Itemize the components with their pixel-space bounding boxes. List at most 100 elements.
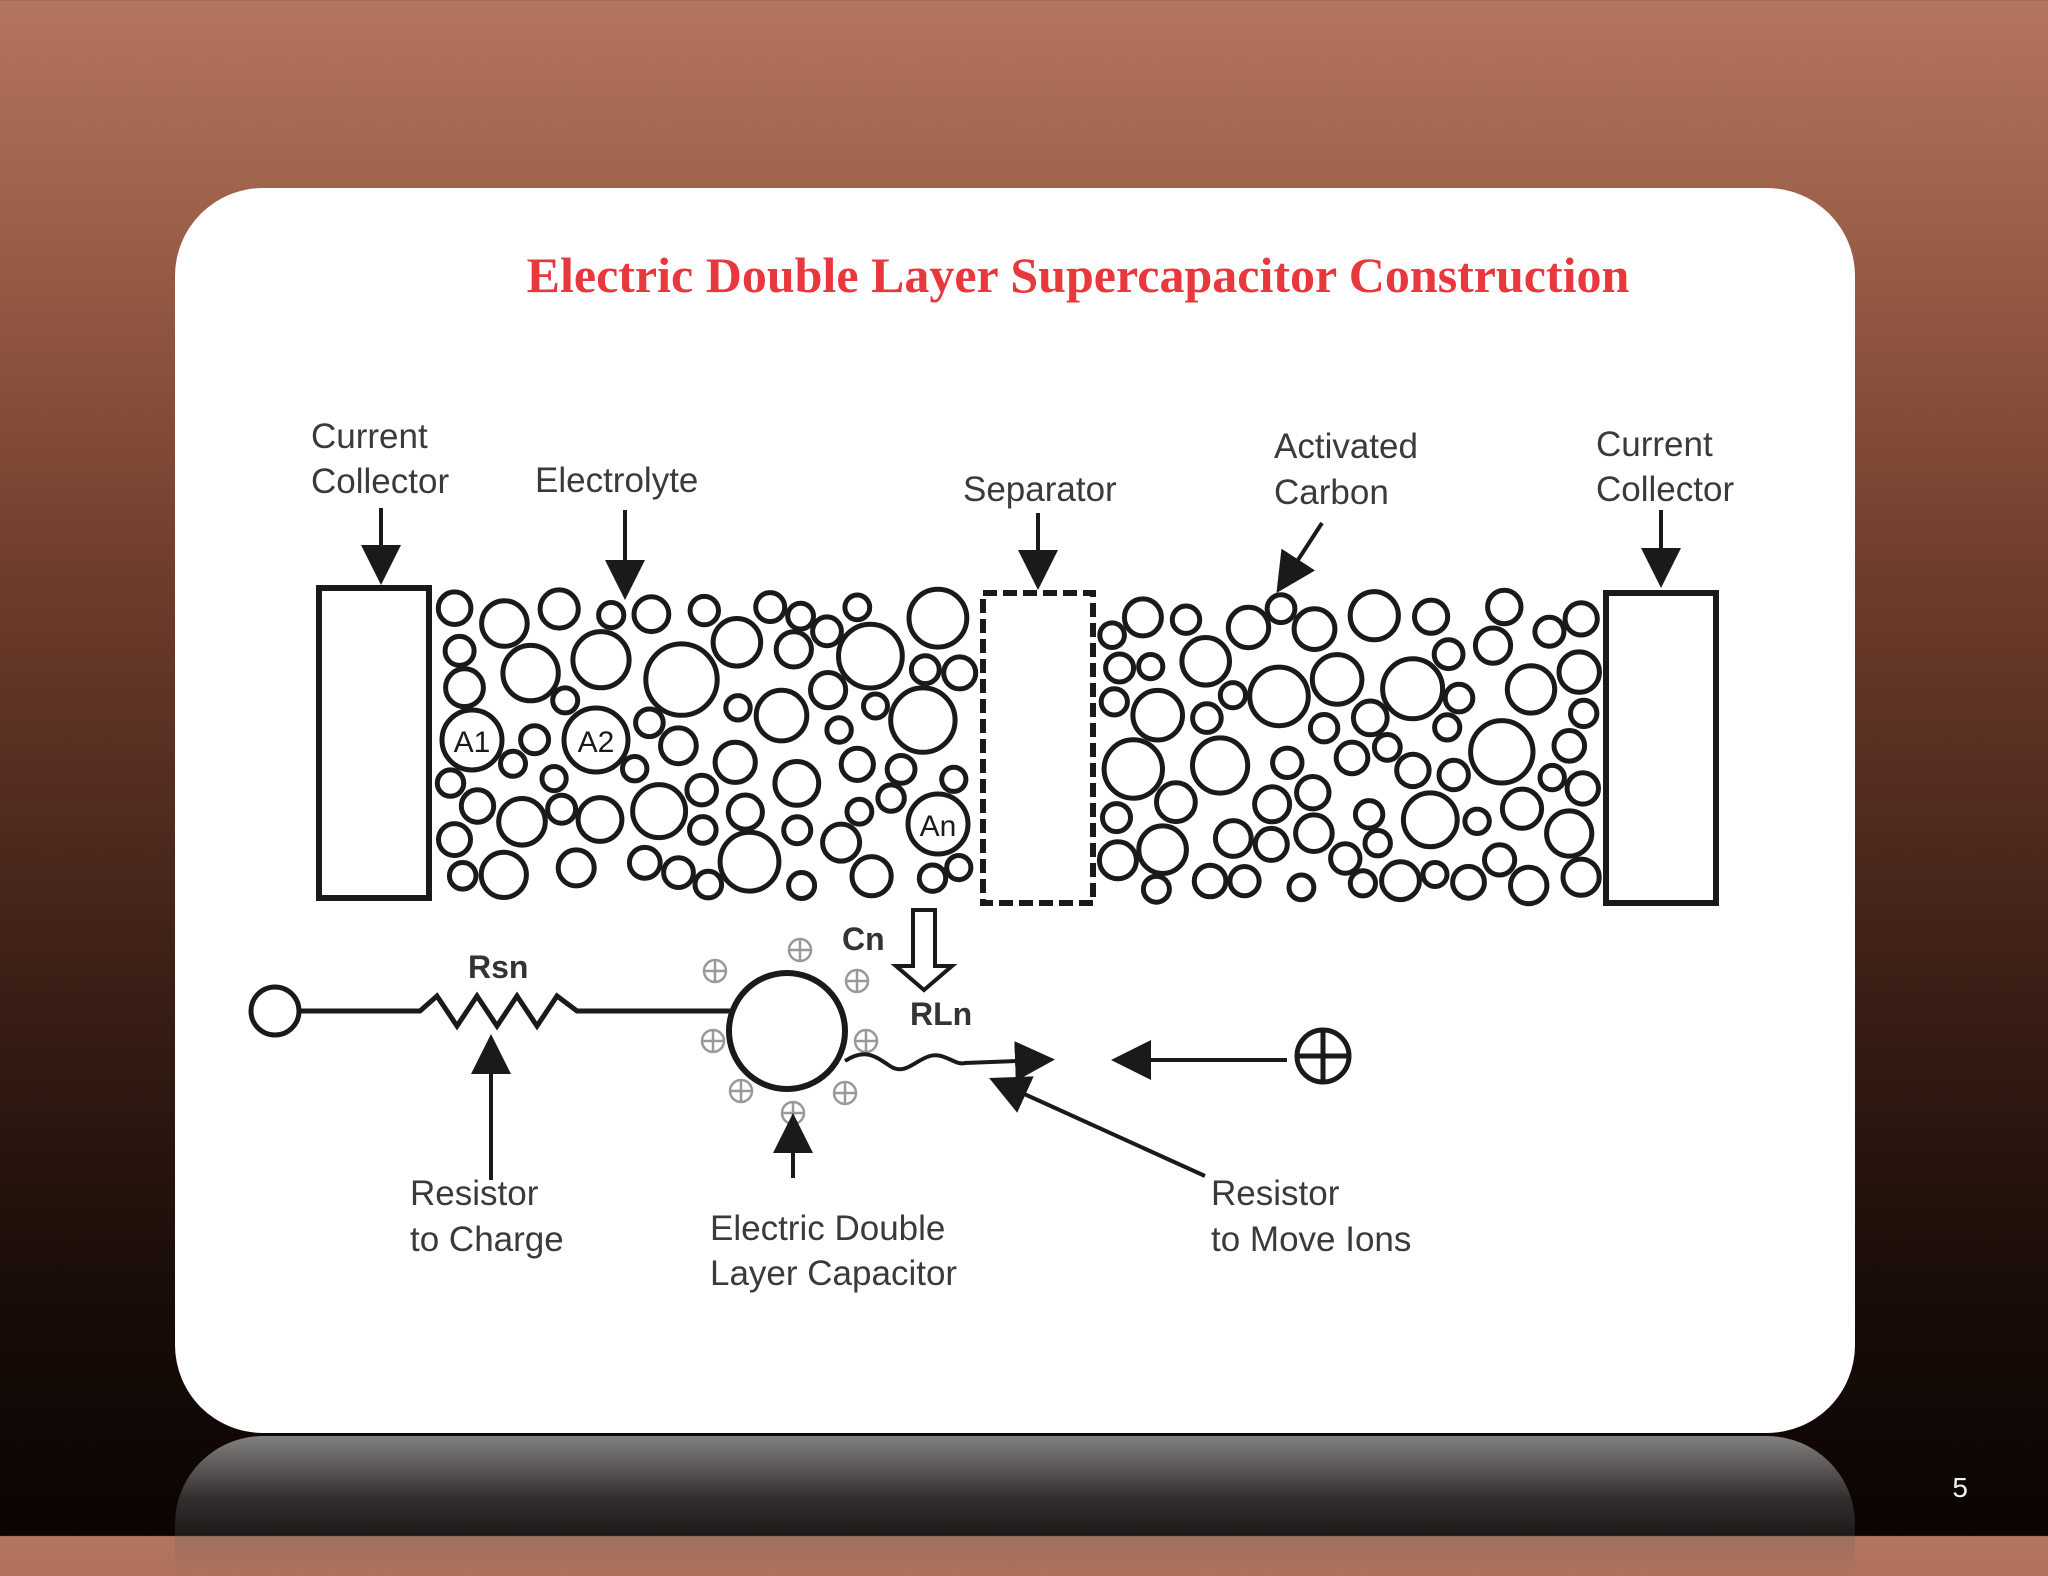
particle (1436, 757, 1471, 793)
particle (836, 621, 905, 691)
particle (633, 706, 666, 740)
particle (539, 764, 569, 794)
ion-charge-icon (700, 1028, 726, 1054)
particle (443, 666, 486, 710)
label-rln: RLn (910, 996, 972, 1032)
particle (518, 723, 552, 757)
particle (908, 653, 942, 687)
particle (1562, 600, 1600, 638)
particle (434, 767, 467, 799)
particle (1136, 823, 1189, 877)
particle (630, 782, 689, 841)
particle (820, 821, 863, 864)
particle (1293, 812, 1335, 855)
particle (1394, 751, 1432, 790)
svg-text:A1: A1 (454, 726, 491, 759)
particle (1333, 739, 1371, 777)
particle (1371, 732, 1403, 763)
particle (844, 796, 875, 827)
label-resistor-to-move-ions-line1: Resistor (1211, 1174, 1340, 1213)
particle (1568, 697, 1600, 730)
positive-ion-icon (1294, 1027, 1352, 1085)
particle (810, 614, 844, 649)
particle (1103, 651, 1137, 685)
particle (1097, 620, 1127, 651)
particle (717, 829, 782, 894)
resistor-rsn (299, 991, 730, 1031)
particle (1432, 712, 1463, 743)
edl-capacitor-circle (726, 970, 848, 1092)
particle (500, 642, 561, 704)
particle (1537, 762, 1567, 793)
svg-text:An: An (920, 810, 957, 843)
ion-charge-icon (702, 958, 728, 984)
current-collector-right (1603, 590, 1719, 906)
particle (1136, 652, 1166, 682)
arrow-activated-carbon (1276, 521, 1324, 594)
down-arrow-cn (890, 908, 958, 993)
particle (555, 847, 597, 889)
particle (1350, 698, 1390, 738)
label-cn: Cn (842, 921, 885, 957)
particle (1564, 770, 1602, 807)
particle (458, 787, 497, 825)
card-reflection (175, 1436, 1855, 1576)
particle (1560, 856, 1602, 898)
particle (1270, 745, 1305, 780)
particle (1291, 606, 1338, 653)
particle (1462, 806, 1492, 836)
particle (725, 792, 765, 832)
label-separator: Separator (963, 470, 1117, 509)
particle (1154, 780, 1198, 825)
ion-charge-icon (787, 937, 813, 963)
particle (1101, 737, 1165, 801)
current-collector-left (316, 585, 432, 901)
particle (1217, 680, 1249, 711)
particle (1264, 592, 1298, 626)
particle (1309, 652, 1365, 707)
separator-plate (980, 590, 1096, 906)
particle (1130, 687, 1186, 743)
particle (712, 739, 758, 785)
ion-charge-icon (844, 968, 870, 994)
particle (1504, 663, 1558, 716)
particle (1400, 790, 1460, 850)
particle (1347, 589, 1401, 643)
label-current-collector-left-line1: Current (311, 417, 428, 456)
particle (1544, 808, 1595, 859)
particle (1140, 873, 1172, 905)
particle (1532, 614, 1567, 649)
supercapacitor-diagram: Electric Double Layer Supercapacitor Con… (248, 247, 1734, 1293)
label-current-collector-right-line1: Current (1596, 425, 1713, 464)
particle (1499, 786, 1545, 831)
ion-charge-icon (853, 1028, 879, 1054)
particle (1380, 656, 1446, 722)
particle (1551, 728, 1588, 764)
particle (875, 782, 907, 814)
particle (545, 792, 579, 826)
particle (773, 629, 814, 670)
particle (861, 691, 890, 721)
particle-an: An (905, 791, 971, 857)
particle (1179, 635, 1232, 688)
svg-text:A2: A2 (578, 726, 615, 759)
particle (1328, 841, 1363, 876)
particle (785, 600, 816, 632)
particle-a1: A1 (439, 707, 505, 773)
terminal-node (248, 984, 302, 1038)
particle (772, 759, 822, 808)
label-rsn: Rsn (468, 949, 528, 985)
particle (1286, 872, 1317, 903)
particle (626, 844, 663, 881)
particle (1121, 596, 1164, 639)
particle (643, 641, 720, 718)
particle (1468, 718, 1536, 786)
particle (1450, 863, 1487, 901)
particle (1420, 860, 1450, 889)
label-edl-capacitor-line2: Layer Capacitor (710, 1254, 957, 1293)
particle (884, 753, 918, 786)
arrow-resistor-to-move-ions (989, 1076, 1206, 1178)
particle (479, 598, 530, 649)
particle (1379, 859, 1422, 903)
label-resistor-to-charge-line2: to Charge (410, 1220, 564, 1259)
